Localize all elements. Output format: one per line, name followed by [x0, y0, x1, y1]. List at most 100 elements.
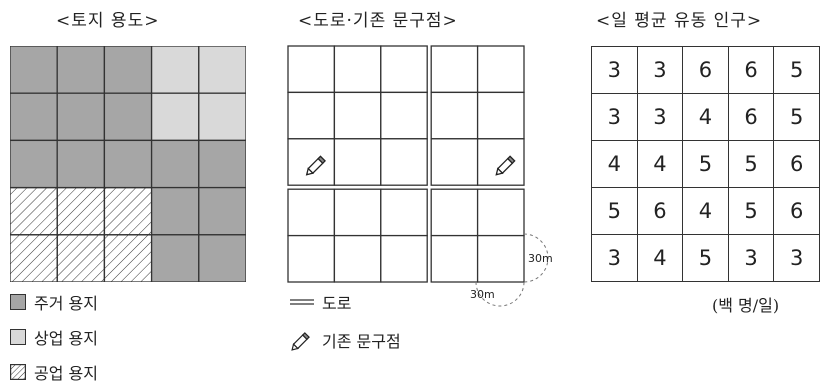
landuse-cell-industrial — [10, 186, 58, 236]
landuse-cell-commercial — [198, 46, 246, 94]
landuse-cell-commercial — [198, 92, 246, 142]
population-cell: 3 — [773, 234, 820, 282]
legend-residential: 주거 용지 — [10, 290, 98, 314]
road-map-cell — [380, 138, 428, 186]
legend-road-label: 도로 — [322, 294, 352, 313]
landuse-cell-residential — [198, 186, 246, 236]
dimension-label-bottom: 30m — [470, 288, 495, 301]
population-cell: 3 — [591, 93, 638, 141]
road-map-cell — [430, 188, 479, 237]
legend-residential-label: 주거 용지 — [34, 294, 98, 313]
road-map-cell — [476, 188, 525, 237]
population-cell: 3 — [591, 234, 638, 282]
landuse-cell-residential — [10, 46, 58, 94]
road-map-cell — [430, 45, 479, 94]
population-cell: 5 — [773, 46, 820, 94]
landuse-cell-residential — [198, 234, 246, 282]
population-cell: 6 — [727, 46, 775, 94]
legend-industrial-label: 공업 용지 — [34, 364, 98, 383]
road-map-cell — [287, 45, 336, 94]
landuse-cell-residential — [10, 139, 58, 189]
swatch-industrial — [10, 364, 26, 380]
landuse-cell-industrial — [10, 234, 58, 282]
population-cell: 5 — [773, 93, 820, 141]
population-cell: 5 — [682, 140, 729, 188]
road-map-cell — [380, 91, 428, 140]
population-cell: 6 — [773, 187, 820, 235]
landuse-cell-residential — [103, 92, 153, 142]
road-map-cell — [380, 188, 428, 237]
road-map-cell — [287, 91, 336, 140]
landuse-cell-residential — [10, 92, 58, 142]
landuse-cell-residential — [150, 186, 200, 236]
population-cell: 4 — [591, 140, 638, 188]
population-cell: 6 — [636, 187, 684, 235]
population-cell: 3 — [727, 234, 775, 282]
population-title: <일 평균 유동 인구> — [596, 11, 763, 31]
landuse-cell-residential — [56, 46, 106, 94]
landuse-cell-industrial — [103, 234, 153, 282]
swatch-residential — [10, 294, 26, 310]
population-cell: 5 — [727, 140, 775, 188]
road-map-cell — [287, 188, 336, 237]
population-cell: 3 — [636, 93, 684, 141]
landuse-cell-commercial — [150, 46, 200, 94]
legend-commercial: 상업 용지 — [10, 325, 98, 349]
legend-store-label: 기존 문구점 — [322, 332, 401, 351]
road-map-cell — [333, 91, 382, 140]
population-cell: 6 — [773, 140, 820, 188]
legend-road: 도로 — [290, 290, 351, 314]
road-map-cell — [380, 234, 428, 283]
population-cell: 4 — [636, 140, 684, 188]
population-cell: 6 — [682, 46, 729, 94]
population-cell: 4 — [636, 234, 684, 282]
population-unit: (백 명/일) — [712, 296, 780, 315]
legend-commercial-label: 상업 용지 — [34, 329, 98, 348]
landuse-cell-commercial — [150, 92, 200, 142]
population-cell: 5 — [727, 187, 775, 235]
legend-industrial: 공업 용지 — [10, 360, 98, 384]
road-map-cell — [380, 45, 428, 94]
landuse-cell-residential — [103, 46, 153, 94]
swatch-commercial — [10, 329, 26, 345]
landuse-cell-industrial — [103, 186, 153, 236]
landuse-cell-residential — [198, 139, 246, 189]
pencil-icon — [290, 332, 310, 352]
road-symbol-icon — [290, 299, 314, 305]
legend-store: 기존 문구점 — [290, 328, 401, 352]
landuse-cell-residential — [150, 234, 200, 282]
dimension-label-right: 30m — [528, 252, 553, 265]
landuse-cell-residential — [56, 92, 106, 142]
population-cell: 6 — [727, 93, 775, 141]
road-map-cell — [476, 234, 525, 283]
road-map: 30m 30m — [287, 45, 553, 307]
landuse-cell-residential — [103, 139, 153, 189]
dimension-arc-bottom — [475, 281, 525, 307]
road-map-cell — [333, 138, 382, 186]
landuse-grid — [10, 46, 246, 282]
road-map-cell — [476, 91, 525, 140]
landuse-cell-residential — [150, 139, 200, 189]
population-cell: 3 — [636, 46, 684, 94]
road-map-title: <도로·기존 문구점> — [298, 11, 458, 31]
road-map-cell — [333, 188, 382, 237]
road-map-cell — [287, 234, 336, 283]
dimension-arc-right — [523, 233, 549, 283]
population-cell: 5 — [591, 187, 638, 235]
road-map-cell — [430, 138, 479, 186]
landuse-cell-industrial — [56, 234, 106, 282]
road-map-cell — [430, 91, 479, 140]
landuse-cell-residential — [56, 139, 106, 189]
road-map-cell — [333, 234, 382, 283]
road-map-cell — [476, 45, 525, 94]
population-cell: 4 — [682, 93, 729, 141]
road-map-cell — [287, 138, 336, 186]
landuse-title: <토지 용도> — [56, 11, 160, 31]
road-map-cell — [333, 45, 382, 94]
